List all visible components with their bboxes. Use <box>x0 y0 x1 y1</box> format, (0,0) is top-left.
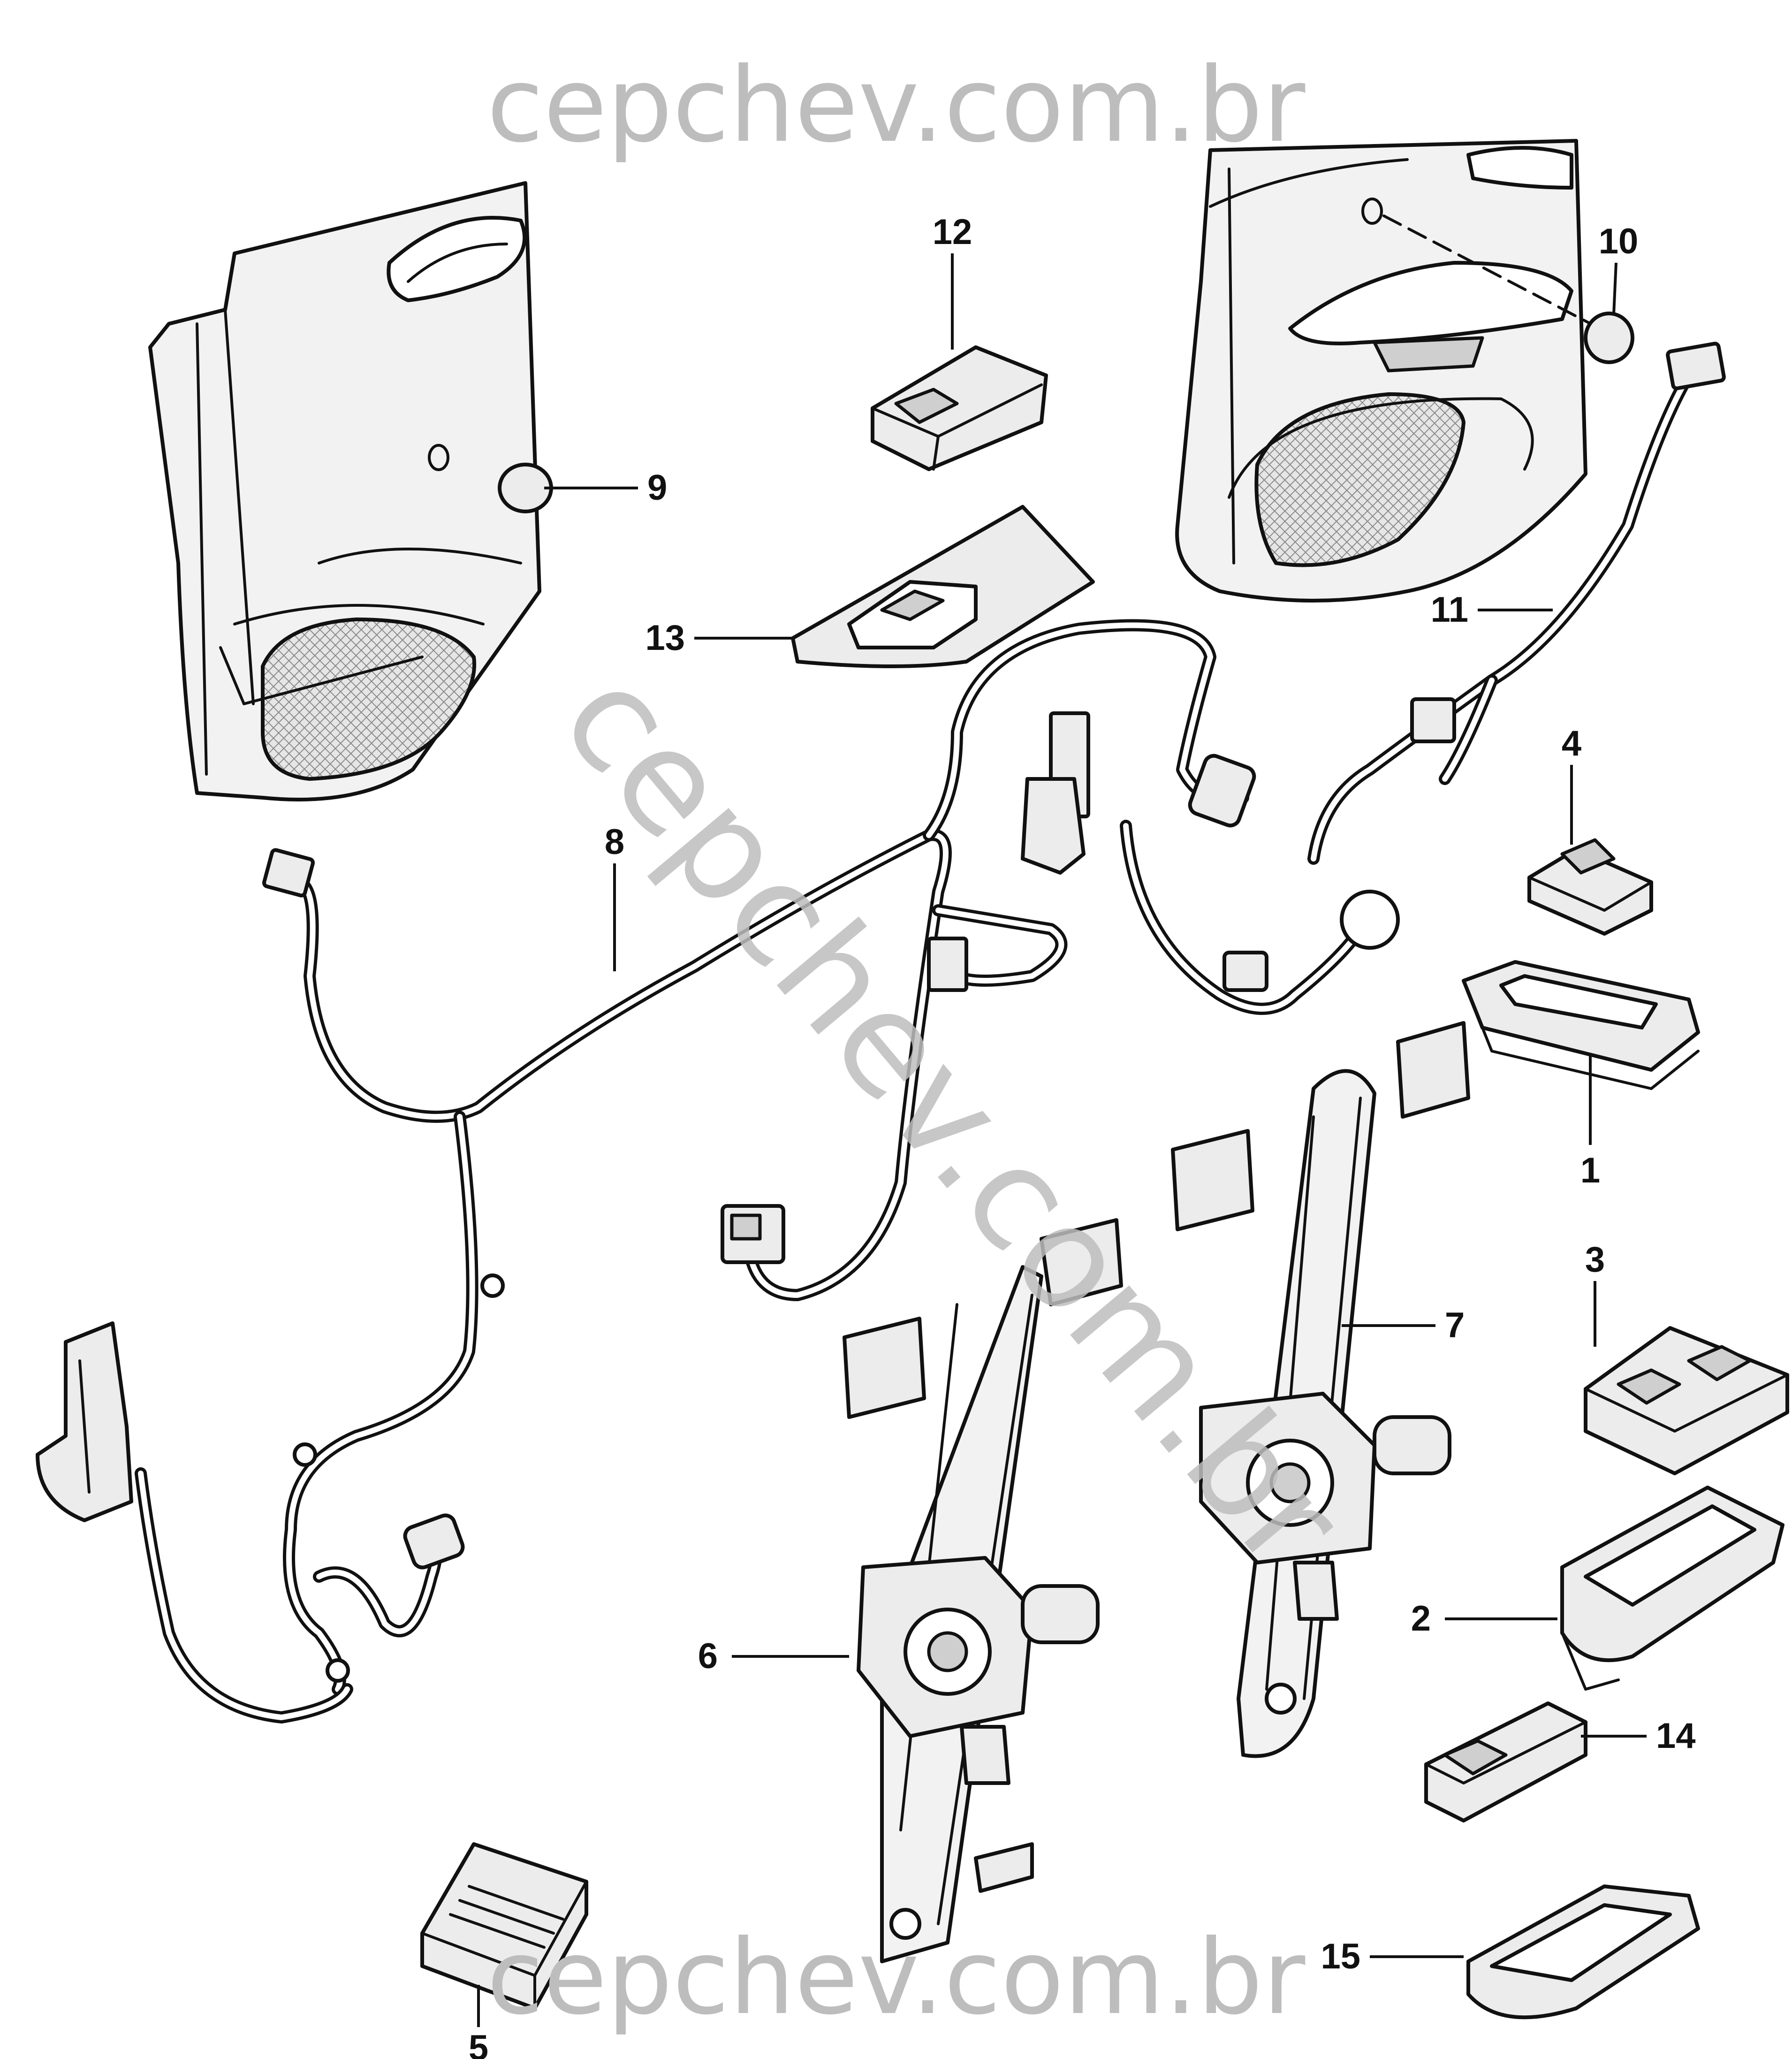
watermark-bottom: cepchev.com.br <box>487 1917 1306 2037</box>
callout-11: 11 <box>1431 590 1468 630</box>
callout-10: 10 <box>1599 221 1639 261</box>
callout-9: 9 <box>647 468 667 508</box>
part-9-plug <box>498 463 553 513</box>
watermark-top: cepchev.com.br <box>487 45 1306 165</box>
part-12-module <box>871 345 1048 471</box>
callout-4: 4 <box>1562 724 1581 763</box>
part-6-regulator <box>843 1218 1123 1963</box>
part-1-bezel <box>1462 960 1700 1090</box>
callout-13: 13 <box>645 618 685 658</box>
part-5-module <box>420 1842 588 2010</box>
part-15-bezel <box>1466 1884 1700 2020</box>
part-3-switch <box>1584 1326 1789 1475</box>
callout-2: 2 <box>1411 1599 1431 1639</box>
part-8-harness <box>36 619 1256 1723</box>
callout-8: 8 <box>605 822 624 862</box>
leader-lines <box>477 253 1647 2027</box>
door-panel-left <box>148 181 541 801</box>
part-2-bezel <box>1560 1486 1784 1691</box>
callout-12: 12 <box>933 212 972 252</box>
part-11-harness <box>1120 342 1726 1015</box>
callout-3: 3 <box>1585 1240 1605 1280</box>
part-13-bezel <box>791 505 1095 668</box>
callout-14: 14 <box>1656 1716 1696 1756</box>
part-10-plug <box>1584 312 1634 364</box>
callout-6: 6 <box>698 1636 718 1676</box>
callout-7: 7 <box>1445 1305 1465 1345</box>
callout-1: 1 <box>1580 1151 1600 1190</box>
callout-numbers: 1 2 3 4 5 6 7 8 9 10 11 12 13 14 15 <box>469 212 1696 2059</box>
door-panel-right <box>1175 139 1601 602</box>
callout-5: 5 <box>469 2028 488 2059</box>
part-4-switch <box>1527 838 1653 936</box>
callout-15: 15 <box>1321 1937 1360 1976</box>
part-14-switch <box>1424 1701 1587 1823</box>
part-7-regulator <box>1171 1021 1470 1758</box>
